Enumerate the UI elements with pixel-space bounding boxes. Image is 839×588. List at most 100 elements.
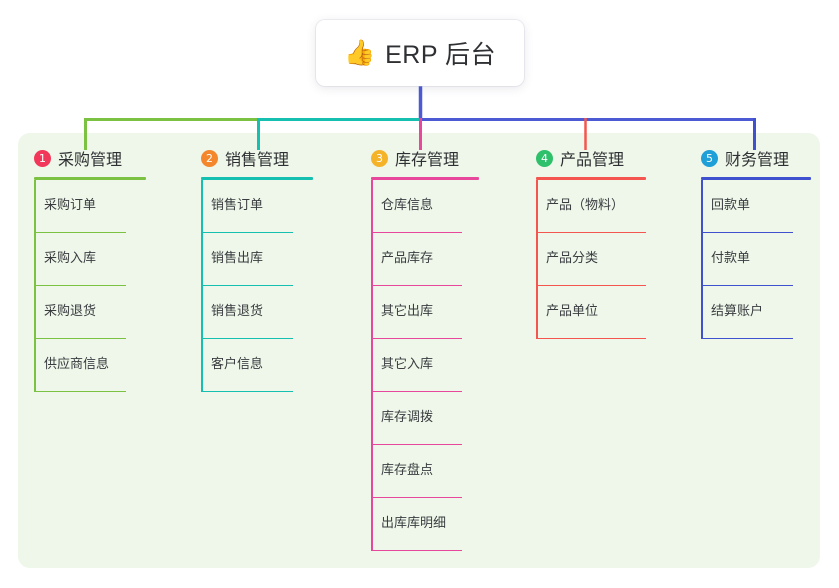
column-header-4[interactable]: 4 产品管理	[536, 145, 646, 171]
column-4: 4 产品管理产品（物料） 产品分类产品单位	[536, 145, 646, 339]
menu-item[interactable]: 结算账户	[701, 286, 811, 339]
menu-item[interactable]: 采购入库	[34, 233, 146, 286]
menu-item-rule	[701, 284, 793, 286]
menu-item[interactable]: 库存调拨	[371, 392, 479, 445]
menu-item[interactable]: 产品库存	[371, 233, 479, 286]
menu-item[interactable]: 采购订单	[34, 180, 146, 233]
column-spine-3	[371, 180, 373, 551]
menu-item[interactable]: 仓库信息	[371, 180, 479, 233]
menu-item-label: 出库库明细	[381, 515, 447, 530]
menu-item[interactable]: 产品分类	[536, 233, 646, 286]
column-header-1[interactable]: 1 采购管理	[34, 145, 146, 171]
menu-item-label: 采购入库	[44, 250, 97, 265]
menu-item-label: 库存盘点	[381, 462, 434, 477]
column-rule-2	[201, 177, 313, 180]
menu-item-label: 库存调拨	[381, 409, 434, 424]
menu-item-label: 结算账户	[711, 303, 764, 318]
root-node[interactable]: 👍 ERP 后台	[316, 20, 524, 86]
column-badge-2: 2	[201, 149, 218, 167]
menu-item-rule	[371, 390, 462, 392]
menu-item-label: 供应商信息	[44, 356, 110, 371]
menu-item-rule	[371, 549, 462, 551]
menu-item[interactable]: 销售出库	[201, 233, 313, 286]
branches-panel	[18, 133, 820, 568]
menu-item-rule	[34, 231, 126, 233]
menu-item-rule	[34, 337, 126, 339]
root-title: ERP 后台	[385, 41, 497, 69]
menu-item[interactable]: 客户信息	[201, 339, 313, 392]
menu-item-rule	[701, 337, 793, 339]
menu-item-label: 产品分类	[546, 250, 599, 265]
column-items-1: 采购订单采购入库采购退货供应商信息	[34, 180, 146, 392]
menu-item-label: 销售订单	[211, 197, 264, 212]
column-spine-2	[201, 180, 203, 392]
menu-item-label: 付款单	[711, 250, 751, 265]
column-title-2: 销售管理	[225, 152, 290, 169]
menu-item[interactable]: 产品单位	[536, 286, 646, 339]
column-spine-4	[536, 180, 538, 339]
menu-item-label: 产品单位	[546, 303, 599, 318]
column-items-3: 仓库信息产品库存其它出库其它入库库存调拨库存盘点出库库明细	[371, 180, 479, 551]
column-title-3: 库存管理	[395, 152, 460, 169]
menu-item[interactable]: 供应商信息	[34, 339, 146, 392]
menu-item[interactable]: 付款单	[701, 233, 811, 286]
column-1: 1 采购管理采购订单采购入库采购退货供应商信息	[34, 145, 146, 392]
menu-item[interactable]: 出库库明细	[371, 498, 479, 551]
menu-item[interactable]: 采购退货	[34, 286, 146, 339]
menu-item-rule	[701, 231, 793, 233]
menu-item-rule	[201, 337, 293, 339]
column-items-5: 回款单付款单结算账户	[701, 180, 811, 339]
menu-item-rule	[371, 443, 462, 445]
menu-item-rule	[536, 337, 646, 339]
menu-item-rule	[201, 390, 293, 392]
menu-item-label: 产品（物料）	[546, 197, 625, 212]
menu-item[interactable]: 回款单	[701, 180, 811, 233]
column-badge-3: 3	[371, 149, 388, 167]
menu-item-rule	[371, 337, 462, 339]
menu-item-rule	[201, 231, 293, 233]
menu-item-label: 销售退货	[211, 303, 264, 318]
column-rule-5	[701, 177, 811, 180]
column-items-2: 销售订单销售出库销售退货客户信息	[201, 180, 313, 392]
menu-item-rule	[34, 390, 126, 392]
menu-item-label: 其它入库	[381, 356, 434, 371]
column-3: 3 库存管理仓库信息产品库存其它出库其它入库库存调拨库存盘点出库库明细	[371, 145, 479, 551]
column-title-5: 财务管理	[725, 152, 790, 169]
menu-item-rule	[371, 284, 462, 286]
column-title-4: 产品管理	[560, 152, 625, 169]
column-spine-1	[34, 180, 36, 392]
menu-item-rule	[34, 284, 126, 286]
menu-item[interactable]: 其它出库	[371, 286, 479, 339]
column-rule-1	[34, 177, 146, 180]
column-rule-4	[536, 177, 646, 180]
menu-item-rule	[536, 284, 646, 286]
menu-item[interactable]: 产品（物料）	[536, 180, 646, 233]
menu-item-rule	[371, 496, 462, 498]
thumbs-up-icon: 👍	[343, 38, 376, 67]
column-title-1: 采购管理	[58, 152, 123, 169]
menu-item-label: 采购退货	[44, 303, 97, 318]
menu-item-label: 仓库信息	[381, 197, 434, 212]
column-rule-3	[371, 177, 479, 180]
menu-item-rule	[371, 231, 462, 233]
menu-item-label: 其它出库	[381, 303, 434, 318]
menu-item-label: 回款单	[711, 197, 751, 212]
column-badge-1: 1	[34, 149, 51, 167]
column-header-3[interactable]: 3 库存管理	[371, 145, 479, 171]
column-badge-4: 4	[536, 149, 553, 167]
column-2: 2 销售管理销售订单销售出库销售退货客户信息	[201, 145, 313, 392]
column-header-2[interactable]: 2 销售管理	[201, 145, 313, 171]
menu-item[interactable]: 其它入库	[371, 339, 479, 392]
column-spine-5	[701, 180, 703, 339]
menu-item-label: 产品库存	[381, 250, 434, 265]
menu-item-label: 客户信息	[211, 356, 264, 371]
menu-item-label: 采购订单	[44, 197, 97, 212]
menu-item[interactable]: 库存盘点	[371, 445, 479, 498]
menu-item[interactable]: 销售订单	[201, 180, 313, 233]
menu-item-rule	[201, 284, 293, 286]
menu-item[interactable]: 销售退货	[201, 286, 313, 339]
